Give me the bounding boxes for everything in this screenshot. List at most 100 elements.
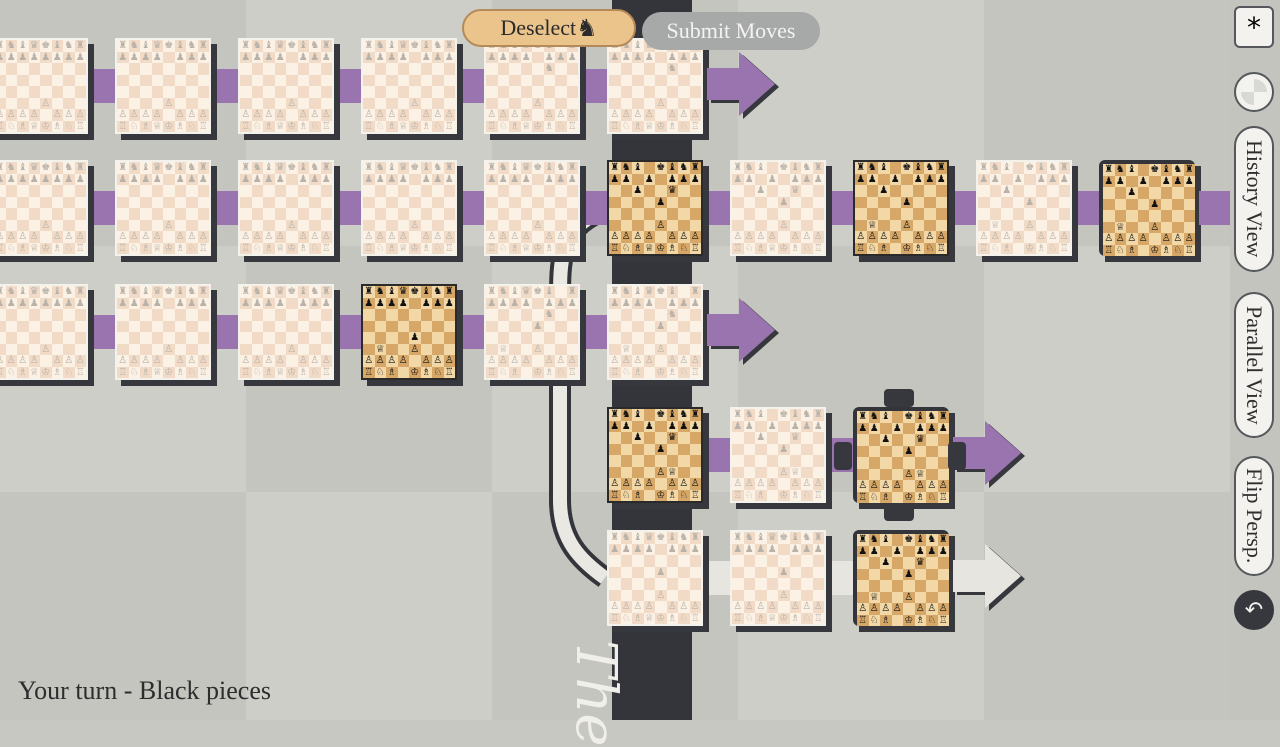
chess-piece[interactable]: ♕ [28, 242, 40, 254]
chess-piece[interactable]: ♙ [868, 603, 880, 615]
chess-piece[interactable]: ♙ [789, 601, 801, 613]
chess-piece[interactable]: ♙ [891, 603, 903, 615]
chessboard-t1-2[interactable]: ♜♞♝♛♚♝♞♜♟♟♟♟♟♟♟♙♙♙♙♙♙♙♙♖♘♗♕♔♗♘♖ [238, 160, 334, 256]
chess-piece[interactable]: ♞ [801, 162, 813, 174]
chess-piece[interactable]: ♟ [309, 297, 321, 309]
chess-piece[interactable]: ♕ [866, 219, 878, 231]
chess-piece[interactable]: ♞ [63, 40, 75, 52]
chess-piece[interactable]: ♟ [174, 51, 186, 63]
chess-piece[interactable]: ♚ [532, 286, 544, 298]
chess-piece[interactable]: ♟ [251, 297, 263, 309]
chess-piece[interactable]: ♕ [766, 612, 778, 624]
chess-piece[interactable]: ♟ [74, 51, 86, 63]
chess-piece[interactable]: ♙ [286, 97, 298, 109]
chess-piece[interactable]: ♘ [678, 489, 690, 501]
chess-piece[interactable]: ♙ [397, 231, 409, 243]
chess-piece[interactable]: ♙ [309, 355, 321, 367]
chess-piece[interactable]: ♟ [880, 557, 892, 569]
chess-piece[interactable]: ♖ [1058, 242, 1070, 254]
chess-piece[interactable]: ♜ [74, 162, 86, 174]
chess-piece[interactable]: ♟ [17, 173, 29, 185]
chess-piece[interactable]: ♝ [17, 286, 29, 298]
chess-piece[interactable]: ♜ [812, 162, 824, 174]
chess-piece[interactable]: ♙ [689, 231, 701, 243]
chess-piece[interactable]: ♙ [251, 109, 263, 121]
chess-piece[interactable]: ♗ [1035, 242, 1047, 254]
chess-piece[interactable]: ♛ [28, 162, 40, 174]
chess-piece[interactable]: ♟ [689, 420, 701, 432]
chess-piece[interactable]: ♟ [655, 196, 667, 208]
deselect-button[interactable]: Deselect ♞ [462, 9, 636, 47]
chess-piece[interactable]: ♞ [543, 63, 555, 75]
chess-piece[interactable]: ♗ [509, 120, 521, 132]
chess-piece[interactable]: ♖ [855, 242, 867, 254]
chess-piece[interactable]: ♔ [163, 242, 175, 254]
chess-piece[interactable]: ♙ [151, 109, 163, 121]
chess-piece[interactable]: ♙ [543, 109, 555, 121]
chess-piece[interactable]: ♜ [857, 534, 869, 546]
chess-piece[interactable]: ♙ [297, 355, 309, 367]
chess-piece[interactable]: ♙ [386, 231, 398, 243]
chess-piece[interactable]: ♔ [286, 120, 298, 132]
chess-piece[interactable]: ♝ [51, 40, 63, 52]
chess-piece[interactable]: ♙ [486, 231, 498, 243]
chess-piece[interactable]: ♝ [386, 40, 398, 52]
chess-piece[interactable]: ♟ [655, 566, 667, 578]
chess-piece[interactable]: ♖ [1103, 244, 1115, 256]
chess-piece[interactable]: ♘ [186, 120, 198, 132]
chess-piece[interactable]: ♝ [1126, 164, 1138, 176]
chess-piece[interactable]: ♝ [263, 286, 275, 298]
chess-piece[interactable]: ♟ [128, 51, 140, 63]
chess-piece[interactable]: ♖ [74, 366, 86, 378]
chess-piece[interactable]: ♘ [63, 366, 75, 378]
chess-piece[interactable]: ♖ [486, 120, 498, 132]
chess-piece[interactable]: ♙ [409, 219, 421, 231]
chessboard-t0-2[interactable]: ♜♞♝♛♚♝♞♜♟♟♟♟♟♟♟♙♙♙♙♙♙♙♙♖♘♗♕♔♗♘♖ [238, 38, 334, 134]
chess-piece[interactable]: ♙ [397, 355, 409, 367]
chess-piece[interactable]: ♟ [801, 543, 813, 555]
chess-piece[interactable]: ♘ [620, 120, 632, 132]
chess-piece[interactable]: ♟ [420, 297, 432, 309]
chess-piece[interactable]: ♙ [197, 231, 209, 243]
chess-piece[interactable]: ♖ [732, 242, 744, 254]
chess-piece[interactable]: ♟ [678, 420, 690, 432]
chess-piece[interactable]: ♜ [689, 409, 701, 421]
chess-piece[interactable]: ♝ [666, 286, 678, 298]
chess-piece[interactable]: ♙ [443, 231, 455, 243]
chess-piece[interactable]: ♖ [857, 491, 869, 503]
chess-piece[interactable]: ♟ [151, 297, 163, 309]
chess-piece[interactable]: ♙ [678, 231, 690, 243]
chess-piece[interactable]: ♙ [497, 355, 509, 367]
chess-piece[interactable]: ♙ [1126, 233, 1138, 245]
chess-piece[interactable]: ♙ [666, 231, 678, 243]
chess-piece[interactable]: ♜ [320, 162, 332, 174]
chessboard-t0-0[interactable]: ♜♞♝♛♚♝♞♜♟♟♟♟♟♟♟♟♙♙♙♙♙♙♙♙♖♘♗♕♔♗♘♖ [0, 38, 88, 134]
chess-piece[interactable]: ♜ [320, 286, 332, 298]
chess-piece[interactable]: ♙ [903, 468, 915, 480]
chess-piece[interactable]: ♟ [903, 445, 915, 457]
chess-piece[interactable]: ♙ [789, 478, 801, 490]
chess-piece[interactable]: ♔ [901, 242, 913, 254]
chess-piece[interactable]: ♟ [666, 420, 678, 432]
chess-piece[interactable]: ♙ [128, 355, 140, 367]
chessboard-t4-0[interactable]: ♜♞♝♛♚♝♞♜♟♟♟♟♟♟♟♟♙♙♙♙♙♙♙♙♖♘♗♕♔♗♘♖ [607, 530, 703, 626]
chess-piece[interactable]: ♔ [163, 366, 175, 378]
chess-piece[interactable]: ♟ [609, 297, 621, 309]
chess-piece[interactable]: ♘ [497, 242, 509, 254]
chess-piece[interactable]: ♟ [509, 51, 521, 63]
chess-piece[interactable]: ♔ [286, 366, 298, 378]
chess-piece[interactable]: ♖ [566, 120, 578, 132]
chess-piece[interactable]: ♙ [1001, 231, 1013, 243]
chess-piece[interactable]: ♗ [543, 242, 555, 254]
chess-piece[interactable]: ♘ [251, 120, 263, 132]
chess-piece[interactable]: ♟ [274, 297, 286, 309]
chess-piece[interactable]: ♙ [609, 109, 621, 121]
chess-piece[interactable]: ♘ [5, 120, 17, 132]
chess-piece[interactable]: ♟ [320, 173, 332, 185]
chess-piece[interactable]: ♟ [17, 51, 29, 63]
chess-piece[interactable]: ♙ [240, 109, 252, 121]
chess-piece[interactable]: ♟ [520, 51, 532, 63]
chess-piece[interactable]: ♙ [117, 231, 129, 243]
chess-piece[interactable]: ♗ [1160, 244, 1172, 256]
chess-piece[interactable]: ♟ [486, 297, 498, 309]
